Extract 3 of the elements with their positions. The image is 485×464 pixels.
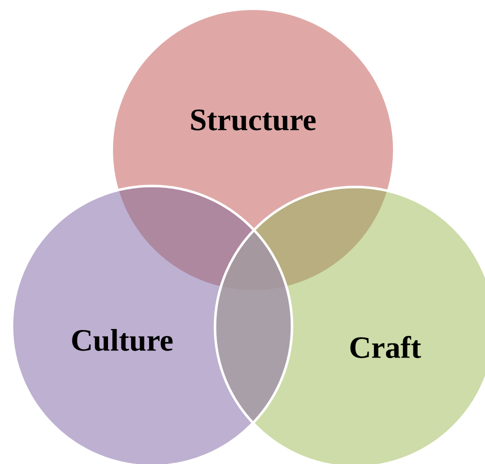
circle-label: Structure — [191, 110, 316, 130]
circle-label: Culture — [72, 329, 173, 351]
circle-label: Craft — [350, 336, 422, 358]
